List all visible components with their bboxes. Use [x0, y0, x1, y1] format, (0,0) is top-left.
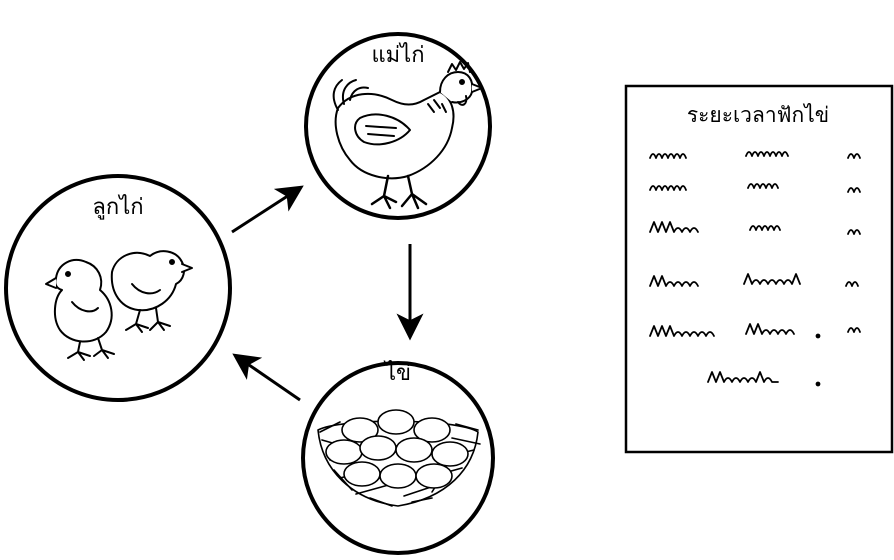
egg-label: ไข่ — [383, 360, 411, 386]
note-title: ระยะเวลาฟักไข่ — [687, 103, 829, 127]
hen-node: แม่ไก่ — [306, 34, 490, 218]
incubation-note: ระยะเวลาฟักไข่ — [626, 86, 892, 452]
egg-node: ไข่ — [303, 360, 493, 553]
chick-label: ลูกไก่ — [92, 194, 143, 220]
arrow-chick-to-hen — [232, 188, 300, 232]
hen-label: แม่ไก่ — [371, 42, 424, 68]
chick-node: ลูกไก่ — [6, 176, 230, 400]
arrow-egg-to-chick — [236, 356, 300, 400]
